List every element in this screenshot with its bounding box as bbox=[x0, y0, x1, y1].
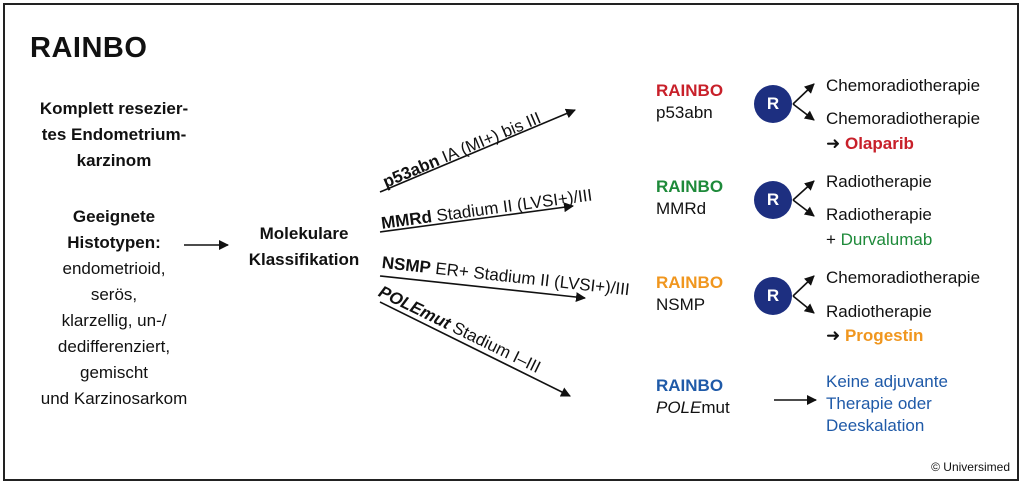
fork-arrow bbox=[792, 199, 815, 217]
fork-arrow bbox=[792, 103, 815, 121]
fork-arrow bbox=[792, 295, 815, 314]
randomization-circle: R bbox=[754, 181, 792, 219]
arm-p53abn: RAINBO p53abn bbox=[656, 80, 723, 124]
tumor-line: tes Endometrium- bbox=[41, 125, 187, 144]
treatment-option: Radiotherapie bbox=[826, 302, 932, 321]
copyright-notice: © Universimed bbox=[931, 460, 1010, 474]
treatment-option: Radiotherapie bbox=[826, 205, 932, 224]
arm-subtitle: MMRd bbox=[656, 199, 707, 218]
fork-arrow bbox=[792, 83, 815, 105]
histotype-line: gemischt bbox=[79, 363, 149, 382]
treatment-addon: + Durvalumab bbox=[826, 229, 932, 251]
treatment-option: Radiotherapie bbox=[826, 172, 932, 191]
addon-arrow: ➜ bbox=[826, 326, 845, 345]
pole-result-line: Deeskalation bbox=[826, 416, 925, 435]
histotype-line: und Karzinosarkom bbox=[40, 389, 188, 408]
addon-plus: + bbox=[826, 230, 841, 249]
arm-nsmp: RAINBO NSMP bbox=[656, 272, 723, 316]
pole-result-line: Keine adjuvante bbox=[826, 372, 948, 391]
histotype-line: endometrioid, bbox=[62, 259, 166, 278]
diagram-frame bbox=[3, 3, 1019, 481]
histotypes-heading: Histotypen: bbox=[67, 233, 161, 252]
addon-drug: Olaparib bbox=[844, 134, 914, 153]
arm-title: RAINBO bbox=[656, 376, 724, 395]
pole-result: Keine adjuvante Therapie oder Deeskalati… bbox=[826, 371, 948, 437]
arm-subtitle: POLEmut bbox=[656, 398, 730, 417]
addon-drug: Progestin bbox=[844, 326, 924, 345]
arm-title: RAINBO bbox=[656, 273, 724, 292]
arm-subtitle: p53abn bbox=[656, 103, 713, 122]
randomization-circle: R bbox=[754, 85, 792, 123]
treatment-addon: ➜ Progestin bbox=[826, 325, 923, 347]
branch-arrow-polemut bbox=[379, 301, 571, 397]
pole-result-line: Therapie oder bbox=[826, 394, 932, 413]
arm-mmrd: RAINBO MMRd bbox=[656, 176, 723, 220]
diagram-title: RAINBO bbox=[30, 32, 148, 64]
arm-subtitle: NSMP bbox=[656, 295, 706, 314]
fork-arrow bbox=[792, 275, 815, 297]
classification-line: Klassifikation bbox=[248, 250, 360, 269]
arm-title: RAINBO bbox=[656, 177, 724, 196]
arm-title: RAINBO bbox=[656, 81, 724, 100]
histotype-line: dedifferenziert, bbox=[57, 337, 171, 356]
treatment-addon: ➜ Olaparib bbox=[826, 133, 914, 155]
tumor-line: Komplett resezier- bbox=[39, 99, 189, 118]
tumor-line: karzinom bbox=[76, 151, 152, 170]
histotypes: Geeignete Histotypen: endometrioid, serö… bbox=[22, 204, 206, 412]
classification-line: Molekulare bbox=[259, 224, 349, 243]
treatment-option: Chemoradiotherapie bbox=[826, 109, 981, 128]
branch-arrow-p53abn bbox=[379, 108, 576, 193]
arm-polemut: RAINBO POLEmut bbox=[656, 375, 730, 419]
addon-arrow: ➜ bbox=[826, 134, 845, 153]
branch-arrow-nsmp bbox=[379, 275, 586, 303]
fork-arrow bbox=[792, 180, 815, 201]
histotype-line: klarzellig, un-/ bbox=[61, 311, 167, 330]
histotypes-heading: Geeignete bbox=[72, 207, 156, 226]
histotype-line: serös, bbox=[90, 285, 138, 304]
treatment-option: Chemoradiotherapie bbox=[826, 268, 981, 287]
treatment-option: Chemoradiotherapie bbox=[826, 76, 981, 95]
tumor-description: Komplett resezier- tes Endometrium- karz… bbox=[22, 96, 206, 174]
branch-arrow-mmrd bbox=[379, 202, 574, 233]
molecular-classification: Molekulare Klassifikation bbox=[236, 221, 372, 273]
randomization-circle: R bbox=[754, 277, 792, 315]
addon-drug: Durvalumab bbox=[840, 230, 933, 249]
